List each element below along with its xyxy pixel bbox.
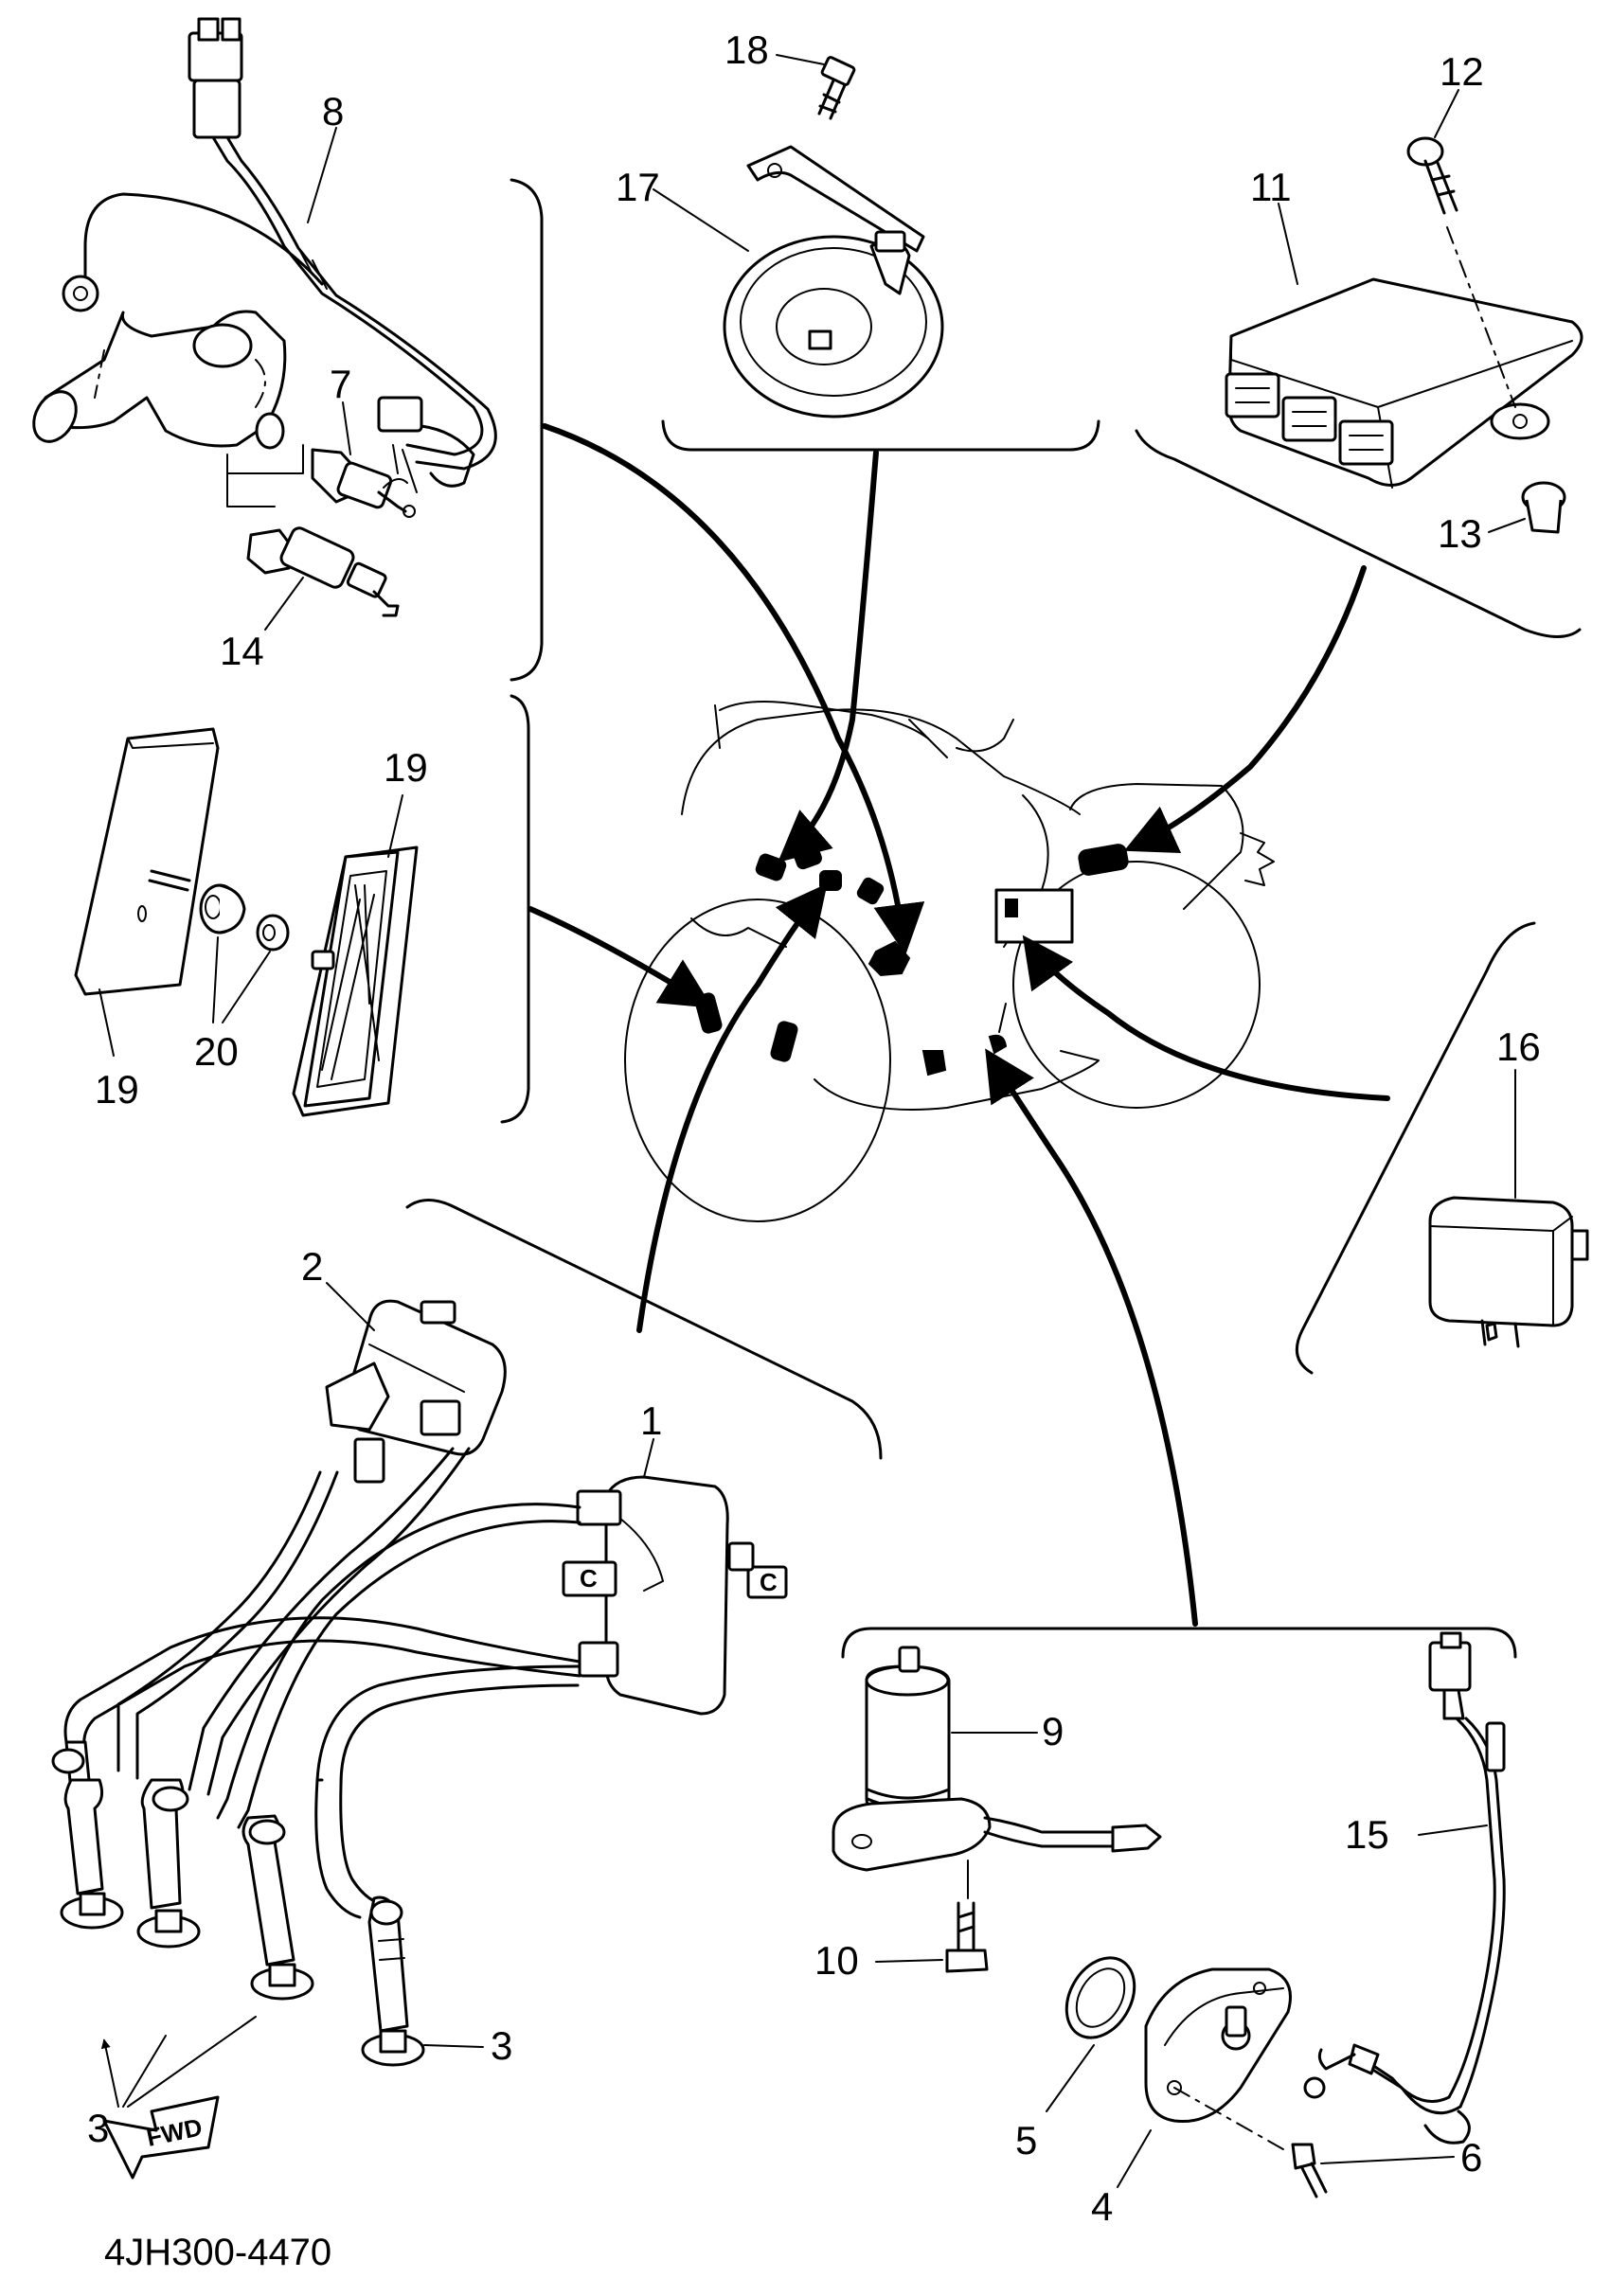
plug-caps-part-3 — [51, 1740, 425, 2067]
part-number-13: 13 — [1438, 511, 1482, 556]
leader-20 — [212, 936, 271, 1023]
leader-1 — [643, 1438, 654, 1478]
nut-part-20 — [199, 883, 290, 952]
part-number-10: 10 — [814, 1938, 859, 1983]
part-number-6: 6 — [1460, 2135, 1482, 2180]
arrow-horn-group — [778, 450, 879, 863]
leader-8 — [307, 127, 337, 223]
leader-2 — [326, 1282, 375, 1331]
bracket-reflector-group — [500, 694, 530, 1124]
leader-3-right — [423, 2044, 484, 2048]
bracket-relay-group — [1295, 921, 1536, 1375]
bracket-sensor-group — [841, 1627, 1517, 1659]
lead-wire-part-15 — [1303, 1631, 1506, 2145]
part-number-14: 14 — [220, 629, 264, 673]
control-unit-part-11 — [1225, 277, 1583, 489]
leader-12 — [1434, 89, 1459, 138]
forward-direction-arrow: FWD — [102, 2095, 220, 2180]
reflector-bracket-part-19 — [74, 727, 220, 996]
leader-10 — [875, 1959, 943, 1963]
bracket-coil-group — [405, 1199, 883, 1460]
leader-7 — [342, 401, 351, 455]
motorcycle-outline — [624, 701, 1275, 1222]
solenoid-part-9 — [832, 1646, 1162, 1872]
arrow-coil-group — [636, 882, 828, 1333]
centerline-12 — [1446, 226, 1516, 408]
leader-15 — [1418, 1824, 1488, 1836]
leader-11 — [1278, 203, 1298, 285]
leader-5 — [1046, 2044, 1095, 2112]
part-number-19-left: 19 — [95, 1067, 139, 1112]
bolt-part-10 — [945, 1901, 989, 1973]
part-number-15: 15 — [1345, 1812, 1389, 1857]
part-number-17: 17 — [616, 165, 660, 209]
sensor-part-4 — [1144, 1967, 1292, 2124]
part-number-2: 2 — [301, 1244, 323, 1289]
leader-3-left — [104, 2016, 257, 2108]
bolt-part-6 — [1291, 2143, 1328, 2198]
part-number-16: 16 — [1496, 1024, 1541, 1069]
relay-part-16 — [1428, 1196, 1589, 1348]
bracket-switch-group — [510, 178, 544, 682]
part-number-4: 4 — [1091, 2184, 1113, 2229]
part-number-9: 9 — [1042, 1709, 1064, 1753]
bracket-ecu-group — [1135, 429, 1582, 638]
arrow-relay-group — [1022, 934, 1390, 1101]
leader-4 — [1117, 2129, 1152, 2188]
switch-part-7 — [311, 448, 416, 518]
bracket-horn-group — [661, 419, 1100, 452]
part-number-3-right: 3 — [491, 2023, 512, 2068]
leader-6 — [1320, 2156, 1455, 2164]
part-number-3-left: 3 — [87, 2106, 109, 2150]
grommet-part-13 — [1521, 481, 1566, 534]
arrow-ecu-group — [1123, 565, 1367, 853]
arrow-switch-group — [542, 423, 925, 955]
leader-19-right — [387, 794, 403, 858]
leader-18 — [776, 54, 825, 65]
bolt-part-18 — [817, 56, 856, 120]
switch-part-14 — [246, 526, 400, 617]
leader-17 — [653, 188, 749, 252]
leader-13 — [1488, 518, 1526, 533]
part-number-1: 1 — [640, 1398, 662, 1443]
part-number-12: 12 — [1440, 49, 1484, 94]
arrow-reflector-group — [528, 906, 713, 1008]
part-number-18: 18 — [724, 27, 769, 72]
leader-19-left — [98, 988, 115, 1057]
part-number-7: 7 — [330, 362, 351, 406]
ignition-coil-part-2 — [325, 1299, 507, 1484]
arrow-sensor-group — [985, 1048, 1198, 1627]
horn-part-17 — [723, 145, 944, 418]
reflector-part-19 — [292, 845, 419, 1117]
o-ring-part-5 — [1064, 1956, 1136, 2039]
svg-text:C: C — [760, 1568, 778, 1596]
wiring-harness-part-8 — [32, 17, 497, 507]
part-number-19-right: 19 — [384, 745, 428, 790]
part-number-8: 8 — [322, 89, 344, 133]
screw-part-12 — [1406, 136, 1458, 215]
svg-text:C: C — [580, 1564, 598, 1593]
centerline-4-6 — [1173, 2087, 1284, 2150]
part-number-5: 5 — [1015, 2118, 1037, 2163]
leader-14 — [264, 577, 304, 631]
part-number-11: 11 — [1250, 165, 1292, 209]
spark-plug-cords — [63, 1447, 581, 1919]
diagram-code: 4JH300-4470 — [104, 2232, 331, 2273]
ignition-coil-part-1: C C — [562, 1475, 788, 1716]
part-number-20: 20 — [194, 1029, 239, 1074]
